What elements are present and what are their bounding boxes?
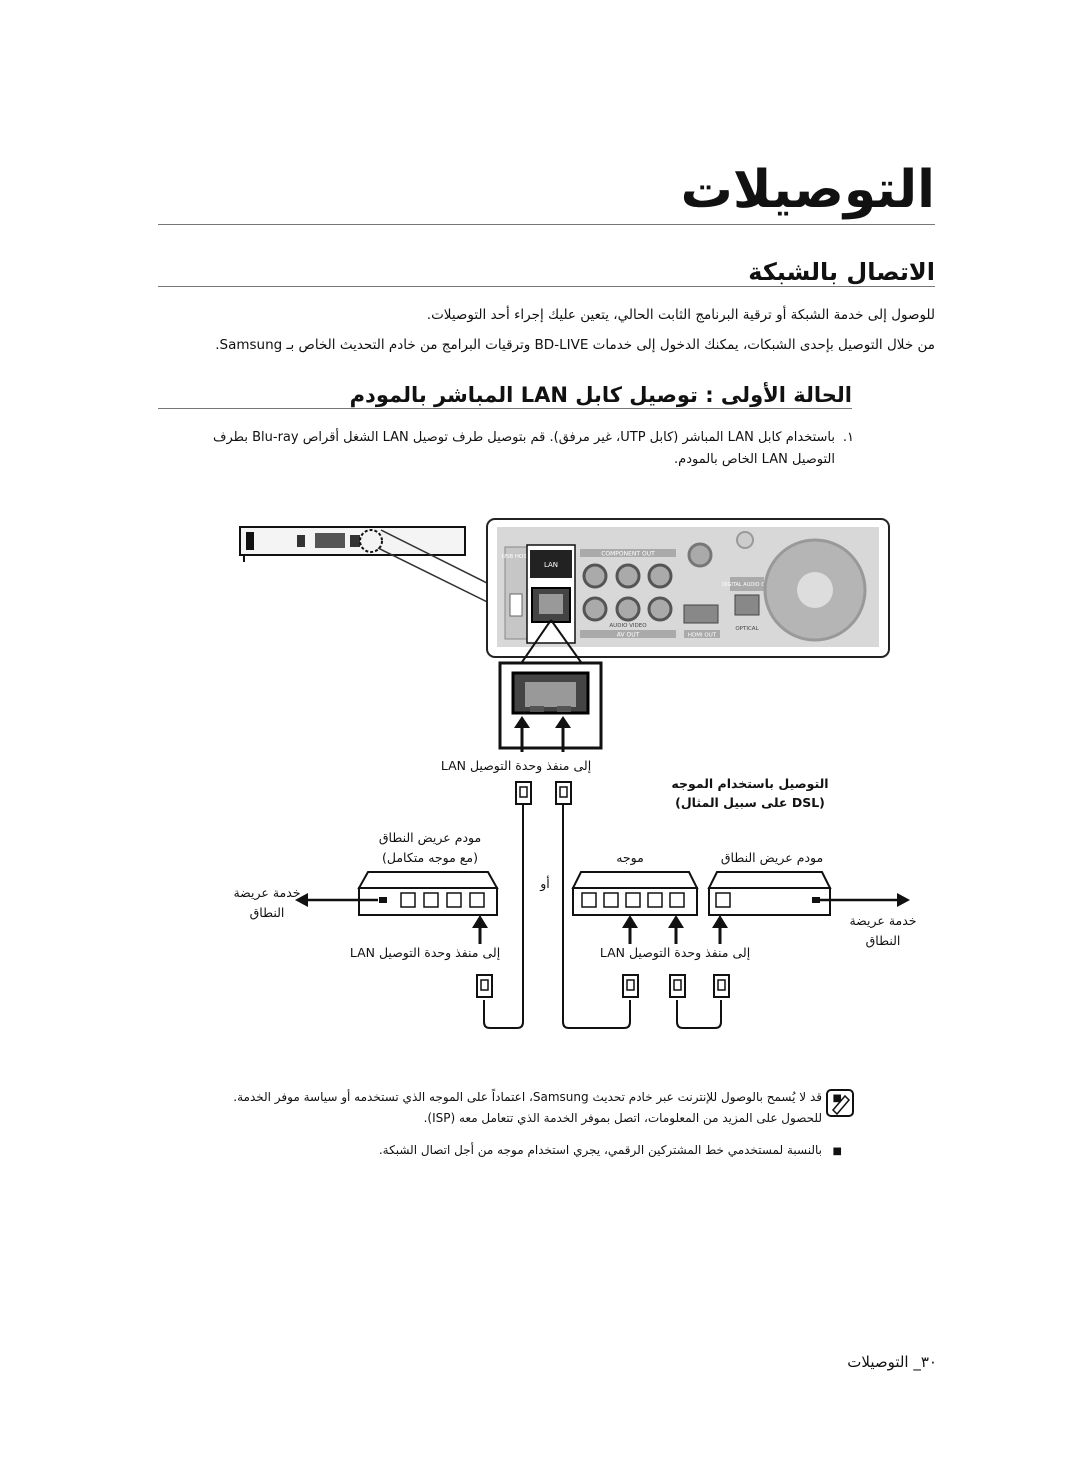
av-out-label: AV OUT [617,632,640,639]
note-bullet-1: ■ [832,1093,842,1104]
section-title: الاتصال بالشبكة [748,258,935,286]
router-connection-sub: (DSL على سبيل المثال) [675,795,825,810]
page-footer: ٣٠_ التوصيلات [847,1353,937,1371]
cable-plug-router-1 [622,974,639,998]
step-line-1: باستخدام كابل LAN المباشر (كابل UTP، غير… [213,430,835,445]
bluray-player [239,526,466,562]
broadband-service-left-2: النطاق [249,905,285,920]
modem-integrated-label: مودم عريض النطاق [378,830,482,845]
note-1-line-2: للحصول على المزيد من المعلومات، اتصل بمو… [423,1111,822,1125]
step-number: ١. [842,430,854,445]
lan-port-magnified [498,661,603,750]
arrows-to-port [514,716,571,752]
cable-plug-left-top [515,781,532,805]
note-icon [826,1089,854,1117]
digital-audio-out-label: DIGITAL AUDIO OUT [722,582,773,588]
case-rule [158,408,852,409]
intro-line-1: للوصول إلى خدمة الشبكة أو ترقية البرنامج… [426,307,935,323]
router-label: موجه [616,850,644,865]
intro-line-2: من خلال التوصيل بإحدى الشبكات، يمكنك الد… [215,337,935,353]
step-line-2: التوصيل LAN الخاص بالمودم. [674,452,835,467]
section-rule [158,286,935,287]
to-lan-bottom-left: إلى منفذ وحدة التوصيل LAN [349,945,501,960]
title-rule [158,224,935,225]
component-out-label: COMPONENT OUT [601,551,655,558]
to-lan-top-label: إلى منفذ وحدة التوصيل LAN [440,758,592,773]
back-panel-zoom: USB HOST LAN COMPONENT OUT AUDIO VIDEO A… [486,518,890,658]
router-connection-title: التوصيل باستخدام الموجه [671,776,829,791]
broadband-service-right-1: خدمة عريضة [849,913,917,928]
usb-label: USB HOST [502,554,531,560]
optical-label: OPTICAL [735,626,759,632]
cable-plug-modem [713,974,730,998]
cable-plug-modem-router [476,974,493,998]
hdmi-out-label: HDMI OUT [688,633,717,639]
to-lan-bottom-right: إلى منفذ وحدة التوصيل LAN [599,945,751,960]
cable-plug-right-top [555,781,572,805]
case-title: الحالة الأولى : توصيل كابل LAN المباشر ب… [349,383,852,407]
modem-with-router [357,871,499,916]
audio-video-label: AUDIO VIDEO [609,623,647,629]
broadband-service-left-1: خدمة عريضة [233,885,301,900]
broadband-modem [707,871,832,916]
note-1-line-1: قد لا يُسمح بالوصول للإنترنت عبر خادم تح… [233,1090,822,1104]
page-title: التوصيلات [680,160,935,220]
note-2: بالنسبة لمستخدمي خط المشتركين الرقمي، يج… [378,1143,822,1157]
lan-panel-label: LAN [544,561,558,569]
broadband-service-right-2: النطاق [865,933,901,948]
note-bullet-2: ■ [832,1146,842,1157]
cable-plug-router-2 [669,974,686,998]
modem-label: مودم عريض النطاق [720,850,824,865]
router-device [571,871,699,916]
or-label: أو [540,876,550,891]
modem-integrated-sub-label: (مع موجه متكامل) [382,850,478,865]
